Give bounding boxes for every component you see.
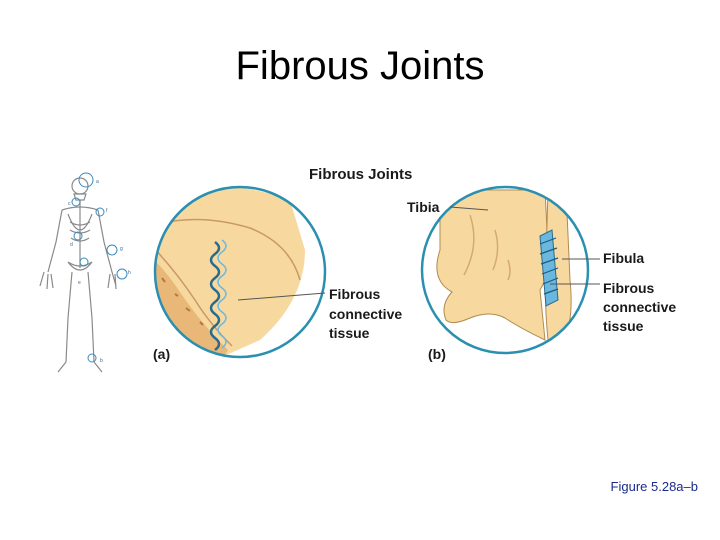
skull (72, 178, 88, 194)
panel-b-label-line2: connective (603, 299, 676, 315)
panel-a-label-line2: connective (329, 306, 402, 322)
panel-a-label-line3: tissue (329, 325, 370, 341)
left-hand (40, 272, 53, 289)
svg-text:h: h (128, 270, 131, 276)
svg-text:g: g (120, 246, 123, 252)
right-leg (88, 272, 94, 362)
svg-text:c: c (68, 201, 71, 207)
panel-b-tag: (b) (428, 346, 446, 362)
skeleton-thumbnail (40, 178, 116, 372)
svg-text:a: a (96, 179, 99, 185)
jaw (74, 194, 86, 200)
left-arm (48, 210, 62, 272)
right-hand (108, 272, 116, 289)
svg-text:b: b (100, 358, 103, 364)
tibia-label: Tibia (407, 199, 440, 215)
right-arm (98, 210, 112, 272)
left-leg (66, 272, 72, 362)
svg-text:d: d (70, 242, 73, 248)
panel-b-label-line3: tissue (603, 318, 644, 334)
fibula-label: Fibula (603, 250, 644, 266)
figure-caption: Figure 5.28a–b (611, 479, 698, 494)
panel-a-tag: (a) (153, 346, 170, 362)
panel-b-label-line1: Fibrous (603, 280, 655, 296)
diagram-heading: Fibrous Joints (309, 166, 412, 183)
svg-text:f: f (106, 208, 108, 214)
panel-b-syndesmosis (422, 187, 588, 353)
panel-a-label-line1: Fibrous (329, 286, 381, 302)
svg-text:e: e (78, 280, 81, 286)
feet (58, 362, 102, 372)
